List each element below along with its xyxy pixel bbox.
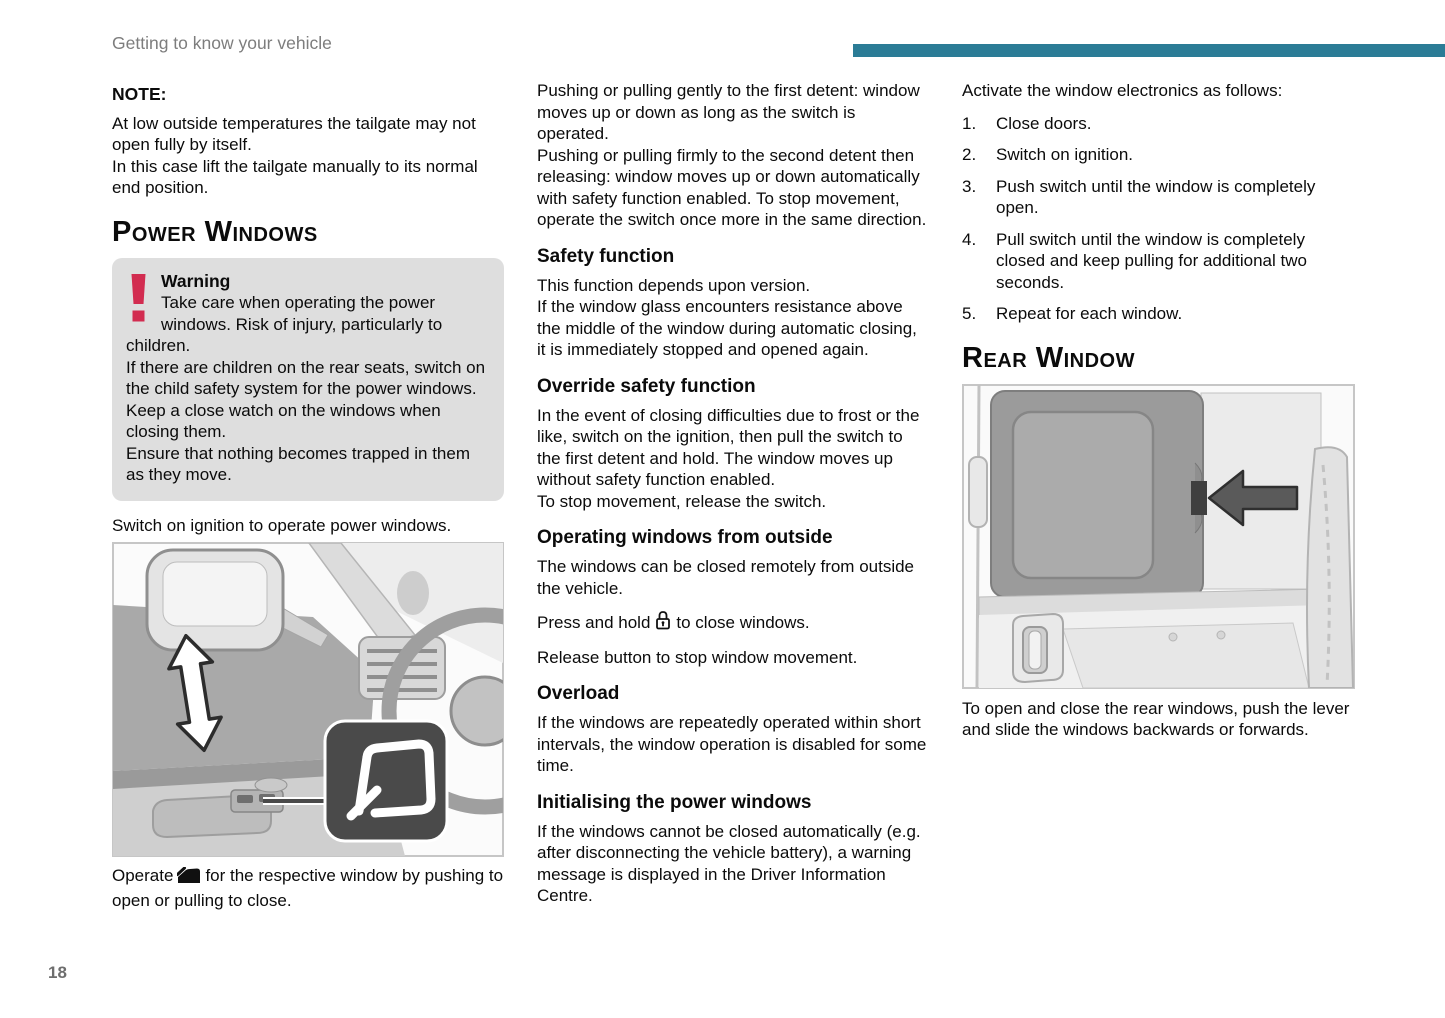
- page-columns: NOTE: At low outside temperatures the ta…: [112, 80, 1355, 918]
- note-line: In this case lift the tailgate manually …: [112, 156, 478, 198]
- note-label: NOTE:: [112, 84, 167, 104]
- step-number: 3.: [962, 176, 977, 196]
- step-text: Repeat for each window.: [996, 304, 1183, 323]
- heading-override-safety-function: Override safety function: [537, 375, 756, 397]
- step-number: 2.: [962, 145, 977, 164]
- up-down-arrow-icon: [167, 633, 223, 753]
- list-item: 3. Push switch until the window is compl…: [962, 176, 1355, 219]
- power-window-switch-illustration: [112, 542, 504, 857]
- left-arrow-icon: [1207, 469, 1299, 526]
- list-item: 2. Switch on ignition.: [962, 144, 1355, 166]
- safety-function-line: If the window glass encounters resistanc…: [537, 297, 917, 359]
- running-header: Getting to know your vehicle: [112, 33, 332, 53]
- heading-initialising-power-windows: Initialising the power windows: [537, 791, 812, 813]
- switch-ignition-line: Switch on ignition to operate power wind…: [112, 515, 452, 535]
- warning-line: Take care when operating the power windo…: [126, 293, 443, 355]
- note-paragraph: At low outside temperatures the tailgate…: [112, 113, 504, 199]
- warning-line: If there are children on the rear seats,…: [126, 357, 486, 399]
- heading-overload: Overload: [537, 683, 620, 704]
- list-item: 1. Close doors.: [962, 113, 1355, 135]
- override-line: In the event of closing difficulties due…: [537, 405, 920, 490]
- step-number: 5.: [962, 304, 977, 323]
- detent-paragraph: Pushing or pulling gently to the first d…: [537, 80, 929, 231]
- overload-paragraph: If the windows are repeatedly operated w…: [537, 713, 927, 775]
- column-left: NOTE: At low outside temperatures the ta…: [112, 80, 504, 918]
- step-number: 1.: [962, 113, 977, 133]
- warning-exclamation-icon: [128, 273, 149, 328]
- column-right: Activate the window electronics as follo…: [962, 80, 1355, 918]
- release-line: Release button to stop window movement.: [537, 647, 858, 667]
- note-line: At low outside temperatures the tailgate…: [112, 113, 476, 155]
- warning-box: Warning Take care when operating the pow…: [112, 257, 504, 501]
- section-title-power-windows: Power Windows: [112, 215, 318, 248]
- section-title-rear-window: Rear Window: [962, 341, 1135, 374]
- warning-line: Ensure that nothing becomes trapped in t…: [126, 443, 470, 485]
- heading-safety-function: Safety function: [537, 245, 675, 267]
- step-number: 4.: [962, 229, 977, 249]
- step-text: Push switch until the window is complete…: [996, 176, 1316, 218]
- step-text: Switch on ignition.: [996, 145, 1134, 164]
- initialising-paragraph: If the windows cannot be closed automati…: [537, 821, 921, 906]
- step-text: Close doors.: [996, 113, 1092, 133]
- warning-line: Keep a close watch on the windows when c…: [126, 400, 441, 442]
- detent-line: Pushing or pulling firmly to the second …: [537, 145, 927, 230]
- rear-sliding-window-illustration: [962, 383, 1355, 689]
- operate-text-before: Operate: [112, 866, 174, 885]
- list-item: 4. Pull switch until the window is compl…: [962, 229, 1355, 294]
- warning-title: Warning: [161, 270, 231, 291]
- safety-function-line: This function depends upon version.: [537, 275, 811, 295]
- list-item: 5. Repeat for each window.: [962, 303, 1355, 325]
- rear-window-caption: To open and close the rear windows, push…: [962, 698, 1350, 740]
- override-paragraph: In the event of closing difficulties due…: [537, 405, 929, 513]
- operate-line: Operate for the respective window by pus…: [112, 865, 504, 911]
- column-middle: Pushing or pulling gently to the first d…: [537, 80, 929, 918]
- safety-function-paragraph: This function depends upon version. If t…: [537, 275, 929, 361]
- step-text: Pull switch until the window is complete…: [996, 229, 1307, 292]
- activate-intro: Activate the window electronics as follo…: [962, 81, 1283, 100]
- power-window-switch-icon: [176, 866, 201, 890]
- page-number: 18: [48, 963, 67, 982]
- heading-operating-windows-outside: Operating windows from outside: [537, 527, 833, 548]
- press-hold-after: to close windows.: [676, 613, 810, 632]
- detent-line: Pushing or pulling gently to the first d…: [537, 81, 920, 143]
- operate-text-after: for the respective window by pushing to …: [112, 866, 504, 910]
- outside-line: The windows can be closed remotely from …: [537, 557, 915, 598]
- header-accent-bar: [853, 44, 1445, 57]
- override-line: To stop movement, release the switch.: [537, 491, 827, 511]
- press-hold-line: Press and hold to close windows.: [537, 610, 929, 636]
- activation-steps: 1. Close doors. 2. Switch on ignition. 3…: [962, 113, 1355, 325]
- press-hold-before: Press and hold: [537, 613, 651, 632]
- outside-paragraph: The windows can be closed remotely from …: [537, 556, 929, 599]
- lock-icon: [655, 610, 671, 636]
